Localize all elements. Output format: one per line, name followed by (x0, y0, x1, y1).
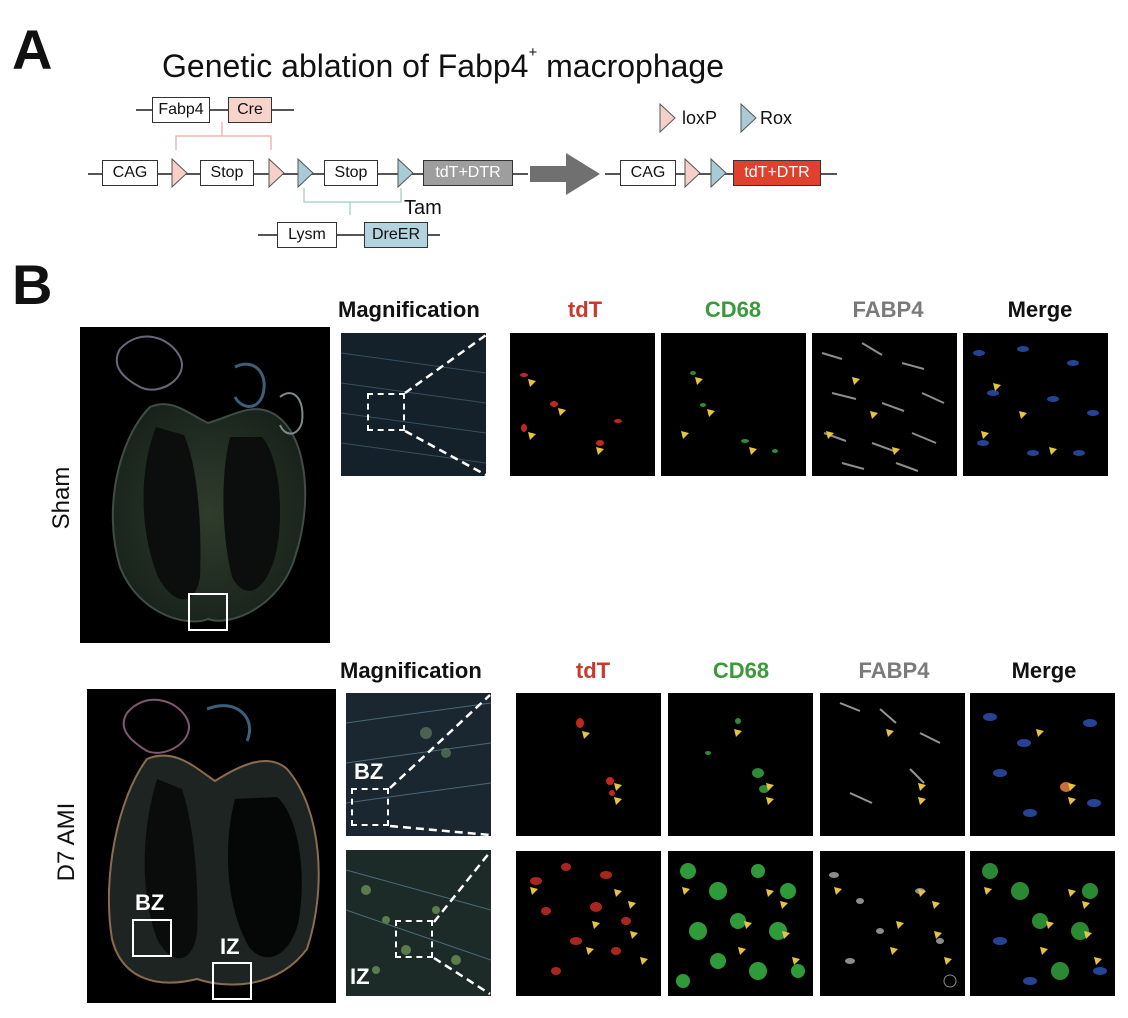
iz-magnification-image: IZ (346, 850, 491, 996)
rox-site-remaining (710, 158, 727, 188)
panel-a-title: Genetic ablation of Fabp4+ macrophage (162, 44, 725, 85)
sham-cd68-image (661, 333, 806, 476)
iz-overview-label: IZ (220, 934, 240, 959)
row-label-sham: Sham (48, 466, 75, 530)
rox-legend-icon (740, 103, 757, 133)
title-tail: macrophage (537, 48, 725, 84)
bz-region-box (132, 919, 172, 957)
iz-tdt-image (516, 851, 661, 996)
cre-bracket (175, 122, 272, 150)
iz-region-box (212, 962, 252, 1000)
loxp-site-2 (268, 158, 285, 188)
cre-box: Cre (228, 97, 272, 123)
col-header-fabp4-2: FABP4 (858, 658, 930, 683)
lysm-dreer-line (258, 234, 440, 236)
dreer-box: DreER (364, 222, 428, 248)
cag-recombined-box: CAG (620, 160, 676, 186)
iz-fabp4-image (820, 851, 965, 996)
sham-inset-box (367, 393, 405, 431)
bz-tdt-image (516, 693, 661, 836)
bz-inset-box (351, 788, 389, 826)
col-header-cd68: CD68 (704, 297, 762, 322)
loxp-legend-label: loxP (682, 108, 718, 128)
bz-fabp4-image (820, 693, 965, 836)
title-superscript: + (528, 44, 538, 61)
stop-box-1: Stop (200, 160, 254, 186)
sham-tdt-image (510, 333, 655, 476)
dre-bracket (303, 188, 402, 215)
lysm-box: Lysm (277, 222, 337, 248)
col-header-magnification-2: Magnification (340, 658, 482, 683)
loxp-site-remaining (684, 158, 701, 188)
panel-b-letter: B (12, 253, 53, 316)
cag-box: CAG (102, 160, 158, 186)
sham-fabp4-image (812, 333, 957, 476)
iz-zoom-lines (433, 851, 491, 996)
iz-magnification-label: IZ (350, 964, 370, 989)
iz-cd68-image (668, 851, 813, 996)
row-label-d7-ami: D7 AMI (53, 802, 80, 882)
bz-overview-label: BZ (135, 890, 165, 915)
bz-zoom-lines (389, 694, 491, 837)
col-header-cd68-2: CD68 (712, 658, 770, 683)
fabp4-cre-line (136, 109, 294, 111)
sham-zoom-lines (404, 333, 487, 477)
col-header-tdt-2: tdT (575, 658, 611, 683)
bz-cd68-image (668, 693, 813, 836)
sham-region-box (188, 593, 228, 631)
sham-magnification-image (341, 333, 486, 476)
sham-merge-image (963, 333, 1108, 476)
tdt-dtr-inactive-box: tdT+DTR (423, 160, 513, 186)
panel-a-letter: A (12, 18, 53, 81)
sham-heart-overview (80, 327, 330, 643)
bz-magnification-image: BZ (346, 693, 491, 836)
loxp-site-1 (171, 158, 188, 188)
fabp4-box: Fabp4 (152, 97, 210, 123)
title-main: Genetic ablation of Fabp4 (162, 48, 529, 84)
col-header-merge-2: Merge (1011, 658, 1077, 683)
tamoxifen-label: Tam (404, 197, 442, 219)
iz-merge-image (970, 851, 1115, 996)
recombination-arrow-icon (530, 153, 600, 195)
stop-box-2: Stop (324, 160, 378, 186)
d7-ami-heart-overview: BZ IZ (87, 689, 336, 1003)
col-header-fabp4: FABP4 (852, 297, 924, 322)
tdt-dtr-active-box: tdT+DTR (733, 160, 821, 186)
col-header-tdt: tdT (567, 297, 603, 322)
rox-site-2 (397, 158, 414, 188)
rox-legend-label: Rox (760, 108, 793, 128)
bz-merge-image (970, 693, 1115, 836)
rox-site-1 (297, 158, 314, 188)
bz-magnification-label: BZ (354, 759, 384, 784)
iz-inset-box (395, 920, 433, 958)
col-header-magnification: Magnification (338, 297, 480, 322)
col-header-merge: Merge (1007, 297, 1073, 322)
loxp-legend-icon (659, 103, 676, 133)
